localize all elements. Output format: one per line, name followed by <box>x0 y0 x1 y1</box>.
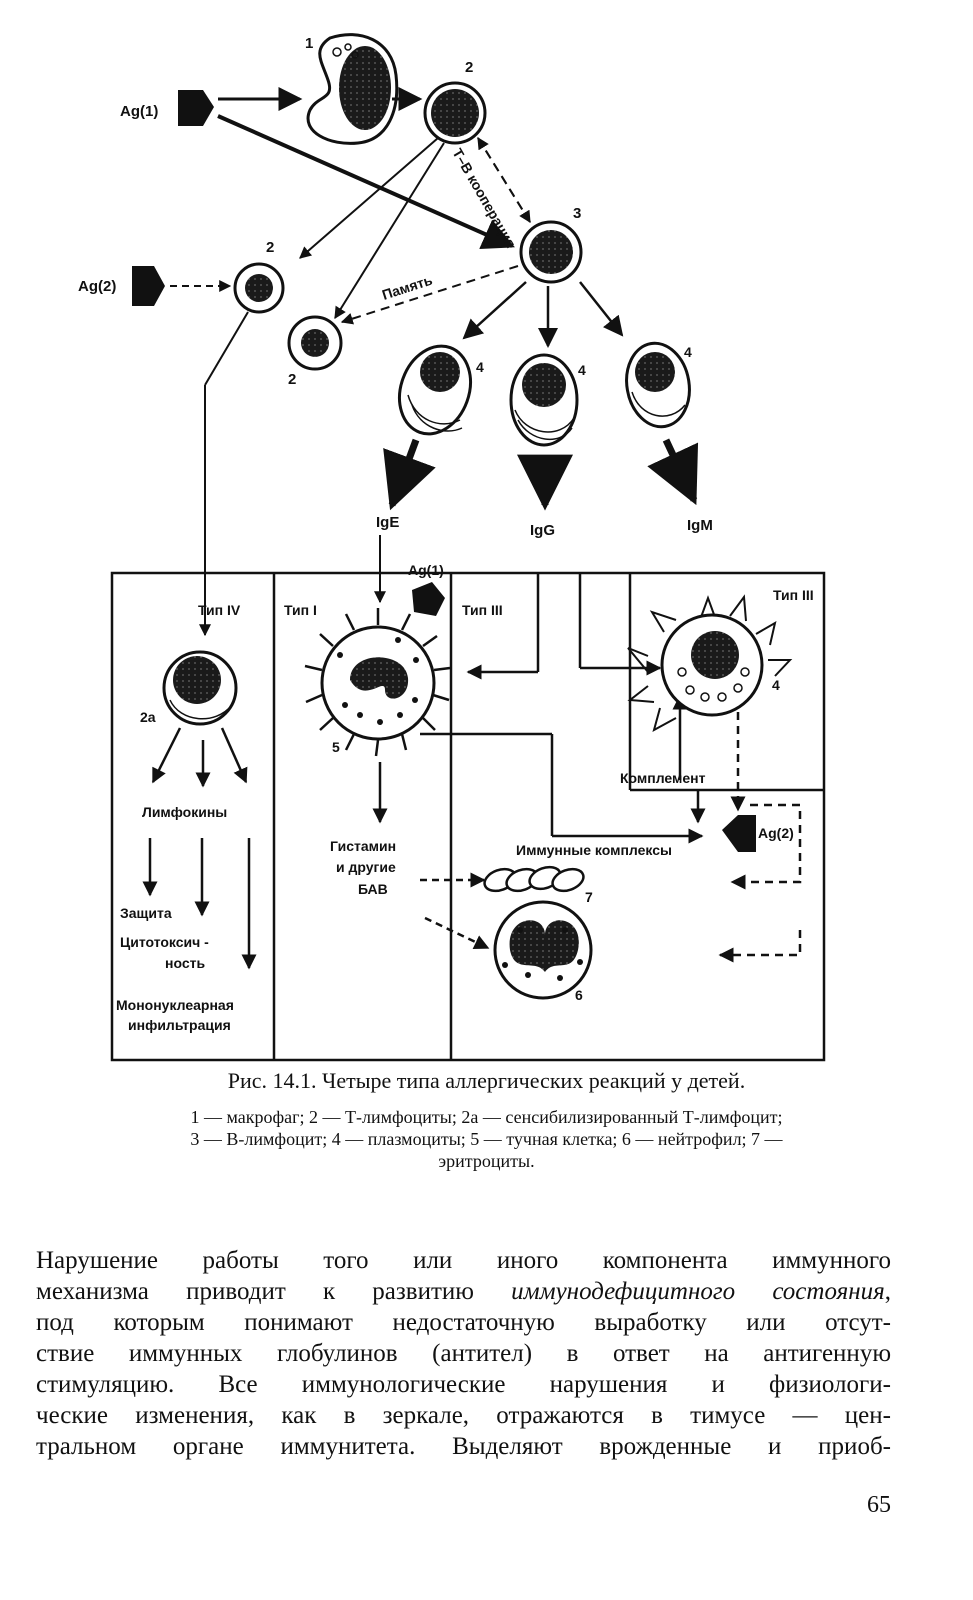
type4-label: Тип IV <box>198 602 241 618</box>
lymphokines-label: Лимфокины <box>142 804 227 820</box>
immune-complexes-label: Иммунные комплексы <box>516 842 672 858</box>
body-paragraph: Нарушение работы того или иного компонен… <box>36 1245 891 1462</box>
complement-target-cell: 4 <box>627 594 793 733</box>
svg-text:2: 2 <box>288 371 296 388</box>
igg-label: IgG <box>530 522 555 539</box>
neutrophil: 6 <box>493 900 593 1003</box>
plasma-cell-middle: 4 <box>509 353 586 447</box>
ige-label: IgE <box>376 514 399 531</box>
svg-text:Ag(2): Ag(2) <box>78 278 116 295</box>
svg-text:Ag(1): Ag(1) <box>120 103 158 120</box>
svg-text:2: 2 <box>465 59 473 76</box>
paragraph-text: , <box>884 1278 892 1305</box>
protection-label: Защита <box>120 905 172 921</box>
svg-text:4: 4 <box>772 677 780 693</box>
t-lymphocyte-top: 2 <box>423 59 487 145</box>
paragraph-emphasis: иммунодефицитного состояния <box>511 1278 885 1305</box>
paragraph-line: ствие иммунных глобулинов (антител) в от… <box>36 1340 891 1367</box>
svg-text:2: 2 <box>266 239 274 256</box>
allergy-reactions-figure: Ag(1) Ag(2) 1 2 3 2 2 <box>78 33 826 1062</box>
t-lymphocyte-left: 2 <box>233 239 285 314</box>
paragraph-line: ческие изменения, как в зеркале, отражаю… <box>36 1402 891 1429</box>
svg-text:4: 4 <box>476 359 484 375</box>
sensitized-t-lymphocyte: 2а <box>140 650 238 726</box>
figure-caption-legend: 1 — макрофаг; 2 — Т-лимфоциты; 2а — сенс… <box>30 1106 943 1172</box>
reaction-types-box <box>110 571 826 1062</box>
paragraph-line: под которым понимают недостаточную выраб… <box>36 1309 891 1336</box>
paragraph-text: механизма приводит к развитию <box>36 1278 512 1305</box>
paragraph-line: Нарушение работы того или иного компонен… <box>36 1247 891 1274</box>
igm-label: IgM <box>687 517 713 534</box>
antigen-ag1-box: Ag(1) <box>408 562 445 616</box>
svg-text:2а: 2а <box>140 709 156 725</box>
complement-label: Комплемент <box>620 770 706 786</box>
antigen-ag2-left: Ag(2) <box>78 266 165 306</box>
svg-text:Ag(1): Ag(1) <box>408 562 444 578</box>
svg-text:1: 1 <box>305 35 313 52</box>
type3-mid-label: Тип III <box>462 602 503 618</box>
antigen-ag1-top: Ag(1) <box>120 90 214 126</box>
legend-line-2: 3 — В-лимфоцит; 4 — плазмоциты; 5 — тучн… <box>190 1129 783 1149</box>
plasma-cell-right: 4 <box>625 341 692 429</box>
antigen-ag2-box: Ag(2) <box>722 815 794 852</box>
figure-caption-title: Рис. 14.1. Четыре типа аллергических реа… <box>227 1068 746 1093</box>
erythrocytes: 7 <box>483 865 593 905</box>
legend-line-1: 1 — макрофаг; 2 — Т-лимфоциты; 2а — сенс… <box>190 1107 783 1127</box>
type3-right-label: Тип III <box>773 587 814 603</box>
mast-cell: 5 <box>304 608 451 757</box>
cytotoxicity-label-2: ность <box>165 955 205 971</box>
page-number: 65 <box>867 1492 891 1518</box>
plasma-cell-left: 4 <box>398 344 484 436</box>
paragraph-line: механизма приводит к развитию иммунодефи… <box>36 1276 891 1307</box>
paragraph-line: стимуляцию. Все иммунологические нарушен… <box>36 1371 891 1398</box>
histamine-label-2: и другие <box>336 859 396 875</box>
svg-text:Ag(2): Ag(2) <box>758 825 794 841</box>
svg-text:4: 4 <box>684 344 692 360</box>
svg-text:4: 4 <box>578 362 586 378</box>
svg-text:6: 6 <box>575 987 583 1003</box>
type1-label: Тип I <box>284 602 317 618</box>
svg-text:7: 7 <box>585 889 593 905</box>
mononuclear-label-2: инфильтрация <box>128 1017 231 1033</box>
svg-text:5: 5 <box>332 739 340 755</box>
t-lymphocyte-memory: 2 <box>287 315 343 388</box>
macrophage-cell: 1 <box>305 33 399 145</box>
legend-line-3: эритроциты. <box>438 1151 535 1171</box>
histamine-label-3: БАВ <box>358 881 388 897</box>
cytotoxicity-label-1: Цитотоксич - <box>120 934 209 950</box>
memory-label: Память <box>380 271 435 302</box>
svg-text:3: 3 <box>573 205 581 222</box>
histamine-label-1: Гистамин <box>330 838 396 854</box>
b-lymphocyte: 3 <box>519 205 583 284</box>
top-arrows <box>170 87 699 637</box>
mononuclear-label-1: Мононуклеарная <box>116 997 234 1013</box>
paragraph-line: тральном органе иммунитета. Выделяют вро… <box>36 1433 891 1460</box>
